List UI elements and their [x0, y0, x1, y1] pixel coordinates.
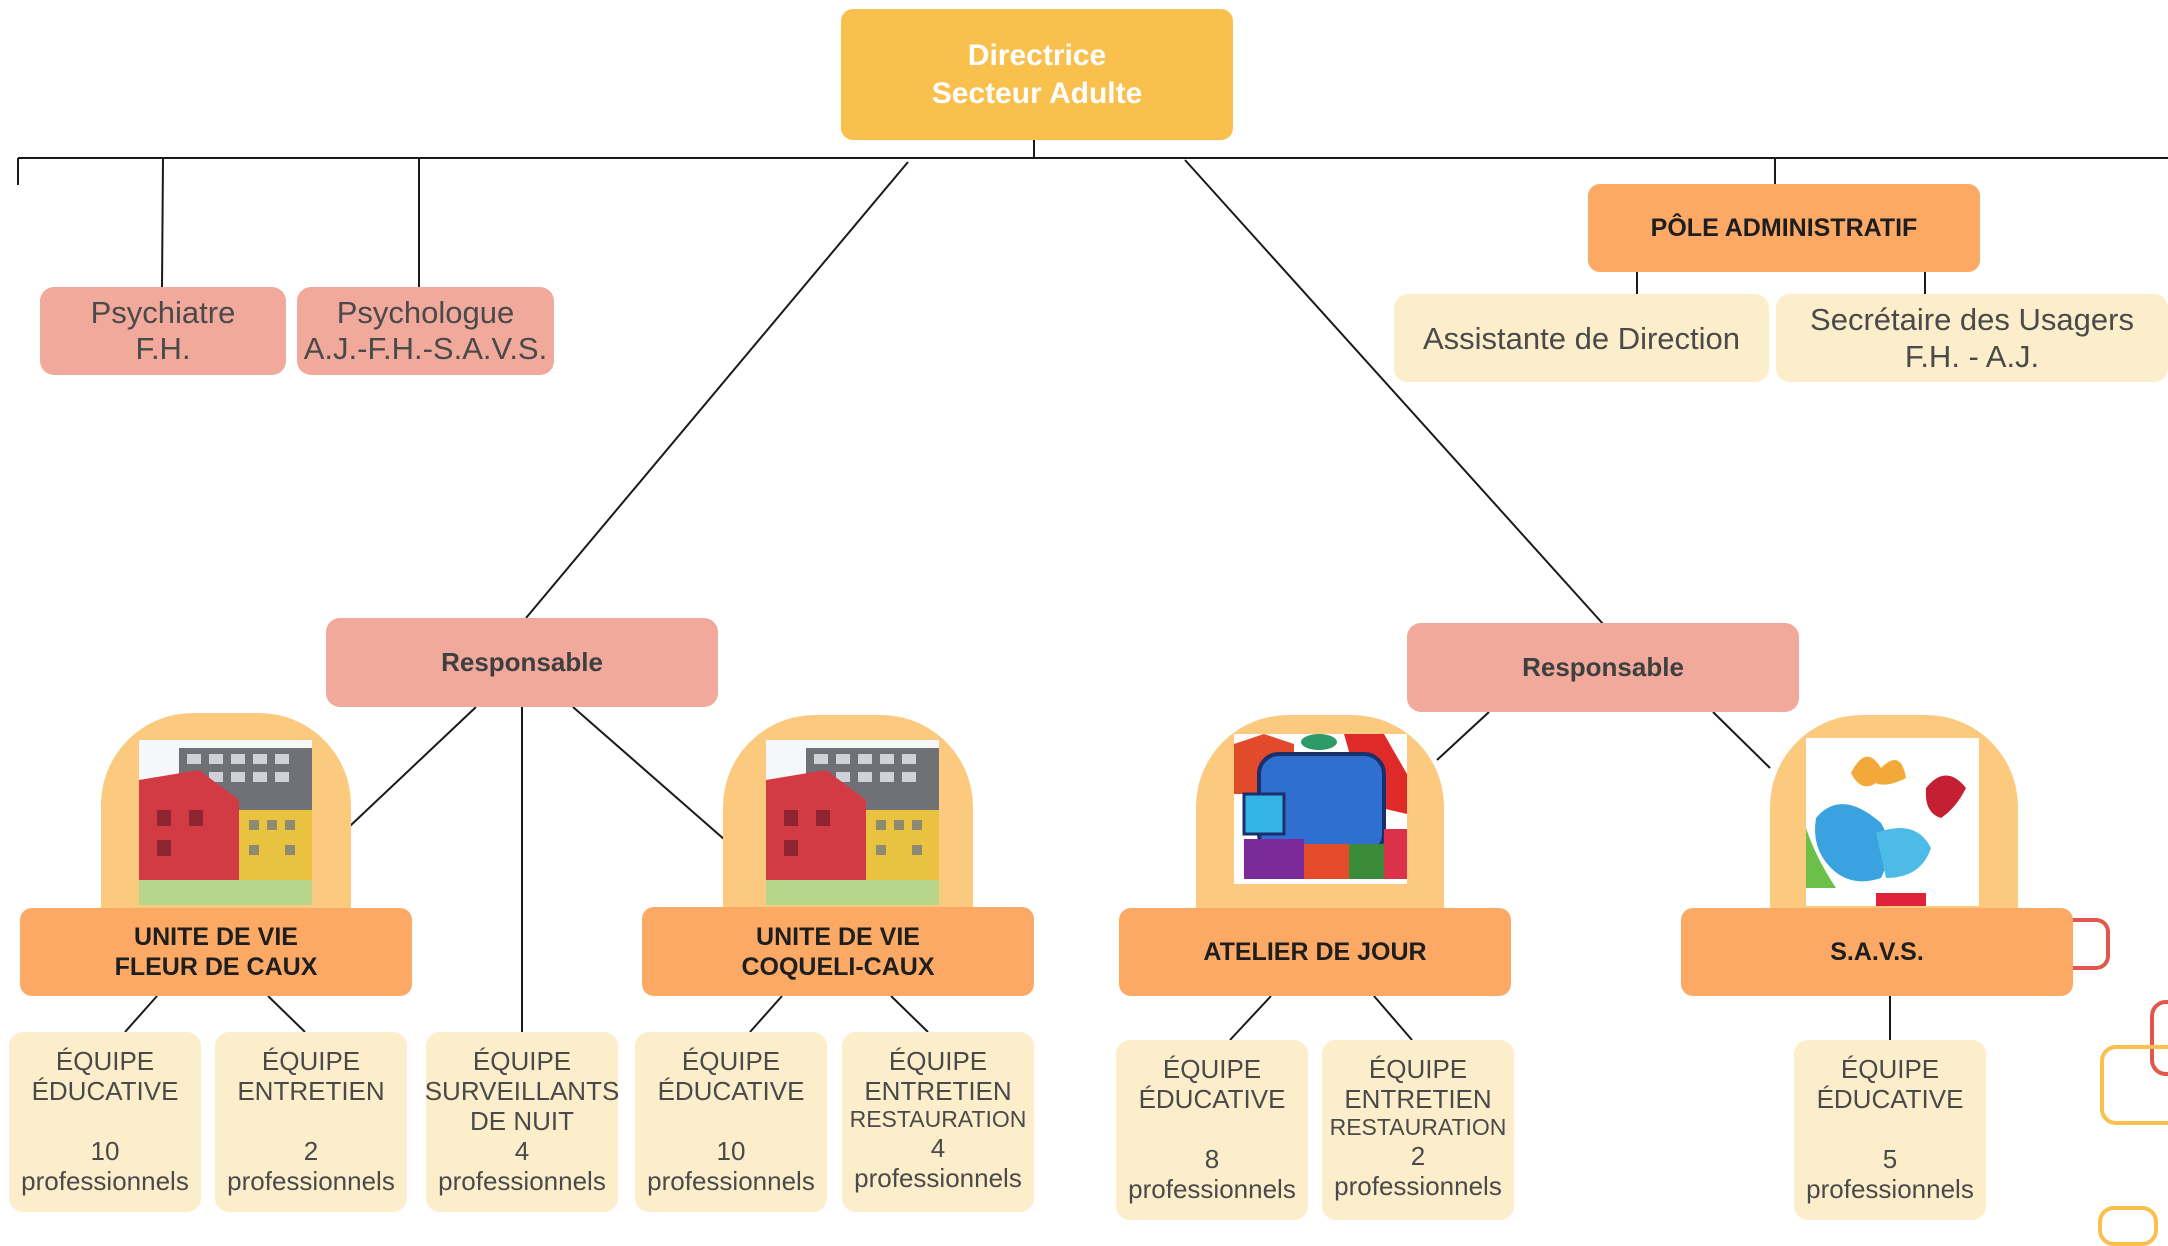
butterfly-drawing-icon — [1806, 738, 1979, 906]
unit-coqueli-caux: UNITE DE VIE COQUELI-CAUX — [642, 907, 1034, 996]
admin-pole-title: PÔLE ADMINISTRATIF — [1650, 214, 1918, 242]
team-type: ÉDUCATIVE — [1138, 1084, 1286, 1114]
responsable-right-box: Responsable — [1407, 623, 1799, 712]
secretary-scope: F.H. - A.J. — [1904, 339, 2040, 374]
team-box: ÉQUIPE ÉDUCATIVE 10 professionnels — [9, 1032, 201, 1212]
unit-label-line2: COQUELI-CAUX — [741, 952, 935, 981]
team-count: 5 — [1882, 1144, 1898, 1174]
team-type-extra: RESTAURATION — [1329, 1114, 1507, 1140]
unit-label-line1: S.A.V.S. — [1830, 938, 1924, 966]
team-unit: professionnels — [1806, 1174, 1974, 1204]
team-title: ÉQUIPE — [1368, 1054, 1468, 1084]
team-type-extra: RESTAURATION — [849, 1106, 1027, 1132]
director-box: Directrice Secteur Adulte — [841, 9, 1233, 140]
team-title: ÉQUIPE — [1840, 1054, 1940, 1084]
team-box: ÉQUIPE ÉDUCATIVE 10 professionnels — [635, 1032, 827, 1212]
team-box: ÉQUIPE ÉDUCATIVE 8 professionnels — [1116, 1040, 1308, 1220]
team-unit: professionnels — [854, 1163, 1022, 1193]
team-type-extra: DE NUIT — [470, 1106, 574, 1136]
team-box: ÉQUIPE ENTRETIEN RESTAURATION 2 professi… — [1322, 1040, 1514, 1220]
team-box: ÉQUIPE SURVEILLANTS DE NUIT 4 profession… — [424, 1032, 620, 1212]
decorative-frame — [2100, 1045, 2168, 1125]
team-title: ÉQUIPE — [261, 1046, 361, 1076]
unit-label-line2: FLEUR DE CAUX — [114, 953, 318, 981]
admin-pole-box: PÔLE ADMINISTRATIF — [1588, 184, 1980, 272]
team-type: ENTRETIEN — [864, 1076, 1012, 1106]
team-count: 2 — [303, 1136, 319, 1166]
team-type: ENTRETIEN — [237, 1076, 385, 1106]
psychologue-box: Psychologue A.J.-F.H.-S.A.V.S. — [297, 287, 554, 375]
psychiatre-title: Psychiatre — [90, 295, 236, 330]
team-type: ÉDUCATIVE — [1816, 1084, 1964, 1114]
team-count: 10 — [90, 1136, 120, 1166]
decorative-frame — [2068, 918, 2110, 970]
team-count: 8 — [1204, 1144, 1220, 1174]
assistant-title: Assistante de Direction — [1422, 320, 1741, 356]
team-unit: professionnels — [647, 1166, 815, 1196]
team-unit: professionnels — [1128, 1174, 1296, 1204]
team-type: SURVEILLANTS — [424, 1076, 620, 1106]
team-title: ÉQUIPE — [472, 1046, 572, 1076]
team-box: ÉQUIPE ENTRETIEN RESTAURATION 4 professi… — [842, 1032, 1034, 1212]
secretary-title: Secrétaire des Usagers — [1810, 302, 2134, 337]
team-type: ÉDUCATIVE — [31, 1076, 179, 1106]
psychiatre-box: Psychiatre F.H. — [40, 287, 286, 375]
secretary-box: Secrétaire des Usagers F.H. - A.J. — [1776, 294, 2168, 382]
team-type: ÉDUCATIVE — [657, 1076, 805, 1106]
team-box: ÉQUIPE ÉDUCATIVE 5 professionnels — [1794, 1040, 1986, 1220]
psychologue-title: Psychologue — [336, 295, 515, 330]
unit-fleur-de-caux: UNITE DE VIE FLEUR DE CAUX — [20, 908, 412, 996]
team-unit: professionnels — [1334, 1171, 1502, 1201]
unit-label-line1: ATELIER DE JOUR — [1203, 938, 1427, 966]
unit-atelier-de-jour: ATELIER DE JOUR — [1119, 908, 1511, 996]
team-unit: professionnels — [438, 1166, 606, 1196]
unit-label-line1: UNITE DE VIE — [756, 922, 920, 951]
team-title: ÉQUIPE — [1162, 1054, 1262, 1084]
team-count: 4 — [930, 1133, 946, 1163]
assistant-box: Assistante de Direction — [1394, 294, 1769, 382]
team-count: 10 — [716, 1136, 746, 1166]
psychologue-scope: A.J.-F.H.-S.A.V.S. — [303, 331, 548, 366]
building-photo-icon — [139, 740, 312, 905]
team-box: ÉQUIPE ENTRETIEN 2 professionnels — [215, 1032, 407, 1212]
decorative-frame — [2098, 1206, 2158, 1246]
building-photo-icon — [766, 740, 939, 905]
decorative-frame — [2150, 1000, 2168, 1076]
team-title: ÉQUIPE — [681, 1046, 781, 1076]
team-count: 2 — [1410, 1141, 1426, 1171]
unit-savs: S.A.V.S. — [1681, 908, 2073, 996]
psychiatre-scope: F.H. — [135, 331, 191, 366]
team-title: ÉQUIPE — [888, 1046, 988, 1076]
team-type: ENTRETIEN — [1344, 1084, 1492, 1114]
child-drawing-icon — [1234, 734, 1407, 884]
responsable-left-label: Responsable — [441, 647, 603, 677]
team-unit: professionnels — [227, 1166, 395, 1196]
team-count: 4 — [514, 1136, 530, 1166]
director-subtitle: Secteur Adulte — [931, 76, 1143, 110]
director-title: Directrice — [967, 38, 1107, 72]
unit-label-line1: UNITE DE VIE — [134, 923, 298, 951]
responsable-left-box: Responsable — [326, 618, 718, 707]
team-title: ÉQUIPE — [55, 1046, 155, 1076]
responsable-right-label: Responsable — [1522, 652, 1684, 682]
team-unit: professionnels — [21, 1166, 189, 1196]
